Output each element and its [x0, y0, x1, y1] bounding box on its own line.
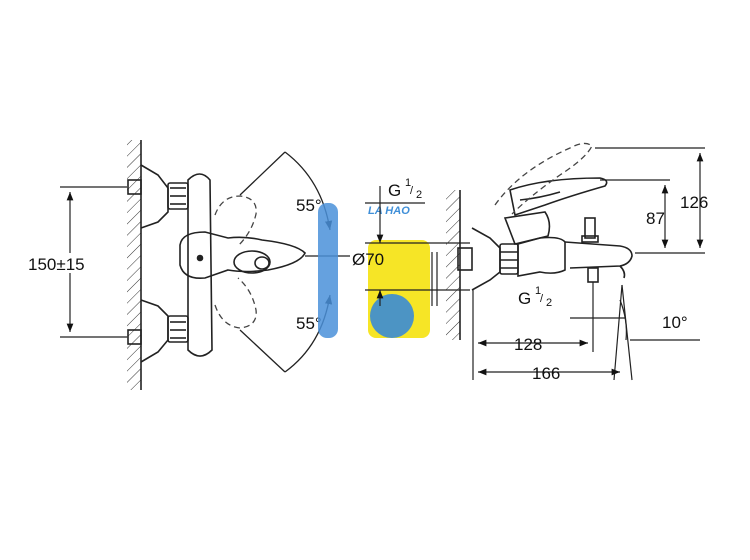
thread-top-fraction-slash: /: [410, 185, 414, 197]
cartridge-housing: [503, 211, 551, 245]
angle-down-label: 55°: [296, 314, 322, 333]
thread-top-fraction-num: 1: [405, 177, 411, 189]
watermark-text: LA HAO: [368, 205, 410, 217]
side-length-dimensions: [472, 282, 700, 381]
side-connector: [457, 247, 473, 271]
lower-connector-nut: [127, 329, 142, 345]
length-166-label: 166: [532, 364, 560, 383]
watermark-blue-circle: [370, 294, 414, 338]
thread-bottom-fraction-den: 2: [546, 297, 552, 309]
thread-top-label: G: [388, 181, 401, 200]
watermark-logo: LA HAO: [318, 203, 430, 338]
side-height-dimensions: [595, 147, 705, 254]
upper-escutcheon: [140, 164, 169, 229]
wall-left: [127, 140, 141, 390]
angle-indicators: [239, 151, 350, 373]
angle-spout-label: 10°: [662, 313, 688, 332]
diameter-label: Ø70: [352, 250, 384, 269]
thread-bottom-fraction-num: 1: [535, 285, 541, 297]
side-lever-ghost: [494, 142, 593, 215]
height-87-label: 87: [646, 209, 665, 228]
handle-knob: [233, 250, 271, 274]
mixer-body-front: [187, 173, 213, 357]
diverter-knob: [584, 217, 596, 239]
side-nut: [499, 243, 519, 275]
spout-tip: [619, 265, 626, 279]
side-escutcheon: [471, 227, 501, 291]
side-view: [446, 177, 633, 340]
thread-top-fraction-den: 2: [416, 189, 422, 201]
shower-outlet: [587, 267, 599, 283]
mixer-body-side: [517, 236, 566, 277]
thread-bottom-fraction-slash: /: [540, 293, 544, 305]
length-128-label: 128: [514, 335, 542, 354]
height-126-label: 126: [680, 193, 708, 212]
upper-connector-nut: [127, 179, 142, 195]
spout: [564, 241, 633, 269]
wall-right: [446, 190, 460, 340]
watermark-blue-bar: [318, 203, 338, 338]
lever-rotation-ghost: [214, 195, 257, 329]
temperature-indicator: [196, 254, 204, 262]
lever-handle-side: [509, 177, 608, 217]
height-range-label: 150±15: [28, 255, 85, 274]
lower-escutcheon: [140, 299, 169, 363]
angle-up-label: 55°: [296, 196, 322, 215]
front-view: [127, 140, 306, 390]
thread-bottom-label: G: [518, 289, 531, 308]
lever-handle-front: [179, 231, 306, 280]
